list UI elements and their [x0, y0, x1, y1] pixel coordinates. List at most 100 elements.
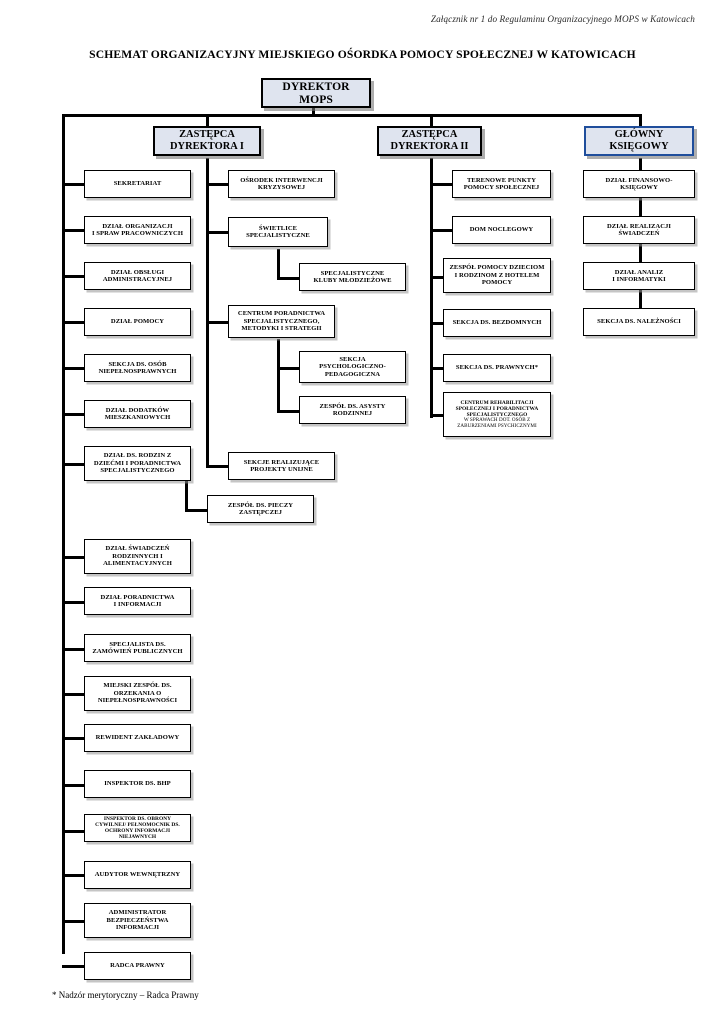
connector-stub-col1-4	[62, 321, 84, 324]
node-sekretariat[interactable]: SEKRETARIAT	[84, 170, 191, 198]
node-label: REWIDENT ZAKŁADOWY	[95, 734, 180, 742]
node-label: INSPEKTOR DS. BHP	[104, 780, 171, 788]
node-zastepca-i-line2: DYREKTORA I	[170, 141, 244, 152]
node-zastepca-dyrektora-i[interactable]: ZASTĘPCA DYREKTORA I	[153, 126, 261, 156]
node-sekcja-naleznosci[interactable]: SEKCJA DS. NALEŻNOŚCI	[583, 308, 695, 336]
connector-stub-col3-4	[430, 322, 452, 325]
node-dyrektor-mops[interactable]: DYREKTOR MOPS	[261, 78, 371, 108]
node-label: RADCA PRAWNY	[110, 962, 165, 970]
node-dzial-finansowo-ksiegowy-box[interactable]: DZIAŁ FINANSOWO-KSIĘGOWY	[583, 170, 695, 198]
node-radca-prawny[interactable]: RADCA PRAWNY	[84, 952, 191, 980]
node-sekcja-bezdomnych[interactable]: SEKCJA DS. BEZDOMNYCH	[443, 309, 551, 337]
node-inspektor-bhp[interactable]: INSPEKTOR DS. BHP	[84, 770, 191, 798]
node-label: AUDYTOR WEWNĘTRZNY	[94, 871, 181, 879]
node-label: SEKRETARIAT	[113, 180, 162, 188]
node-label: DZIAŁ POMOCY	[110, 318, 165, 326]
connector-stub-col1-12	[62, 737, 84, 740]
connector-stub-col1-9	[62, 601, 84, 604]
connector-col3-trunk	[430, 158, 433, 418]
node-glowny-ksiegowy[interactable]: GŁÓWNY KSIĘGOWY	[584, 126, 694, 156]
connector-root-drop	[312, 106, 315, 115]
connector-col2-sub3-stub	[277, 410, 299, 413]
connector-col2-sub2-stub	[277, 367, 299, 370]
connector-col3-drop	[430, 114, 433, 132]
connector-stub-col2-3	[206, 321, 228, 324]
footnote: * Nadzór merytoryczny – Radca Prawny	[52, 990, 199, 1000]
connector-stub-col1-17	[62, 965, 84, 968]
node-dom-noclegowy[interactable]: DOM NOCLEGOWY	[452, 216, 551, 244]
node-zastepca-ii-line2: DYREKTORA II	[390, 141, 469, 152]
node-dzial-pomocy[interactable]: DZIAŁ POMOCY	[84, 308, 191, 336]
node-label: DOM NOCLEGOWY	[469, 226, 534, 234]
node-specjalista-zamowien-publicznych[interactable]: SPECJALISTA DS.ZAMÓWIEŃ PUBLICZNYCH	[84, 634, 191, 662]
node-zastepca-dyrektora-ii[interactable]: ZASTĘPCA DYREKTORA II	[377, 126, 482, 156]
connector-stub-col1-14	[62, 830, 84, 833]
connector-stub-col3-1	[430, 183, 452, 186]
node-rewident-zakladowy[interactable]: REWIDENT ZAKŁADOWY	[84, 724, 191, 752]
connector-stub-col1-5	[62, 367, 84, 370]
connector-col2-sub1-stub	[277, 277, 299, 280]
connector-stub-col1-16	[62, 920, 84, 923]
node-audytor-wewnetrzny[interactable]: AUDYTOR WEWNĘTRZNY	[84, 861, 191, 889]
connector-stub-col2-4	[206, 465, 228, 468]
connector-col2-sub1-trunk	[277, 249, 280, 279]
connector-stub-col3-2	[430, 229, 452, 232]
connector-col4-drop	[639, 114, 642, 132]
connector-stub-col1-3	[62, 275, 84, 278]
connector-stub-col1-11	[62, 693, 84, 696]
connector-stub-col1-1	[62, 183, 84, 186]
node-zastepca-ii-line1: ZASTĘPCA	[401, 129, 458, 141]
node-sekcja-prawnych[interactable]: SEKCJA DS. PRAWNYCH*	[443, 354, 551, 382]
node-label: SEKCJA DS. PRAWNYCH*	[455, 364, 539, 372]
connector-stub-col1-13	[62, 784, 84, 787]
connector-stub-col3-5	[430, 367, 452, 370]
connector-col2-drop	[206, 114, 209, 132]
connector-col1-trunk	[62, 114, 65, 954]
node-dyrektor-mops-line2: MOPS	[299, 93, 333, 106]
node-dyrektor-mops-line1: DYREKTOR	[282, 79, 350, 93]
page-title: SCHEMAT ORGANIZACYJNY MIEJSKIEGO OŚORDKA…	[89, 48, 636, 61]
